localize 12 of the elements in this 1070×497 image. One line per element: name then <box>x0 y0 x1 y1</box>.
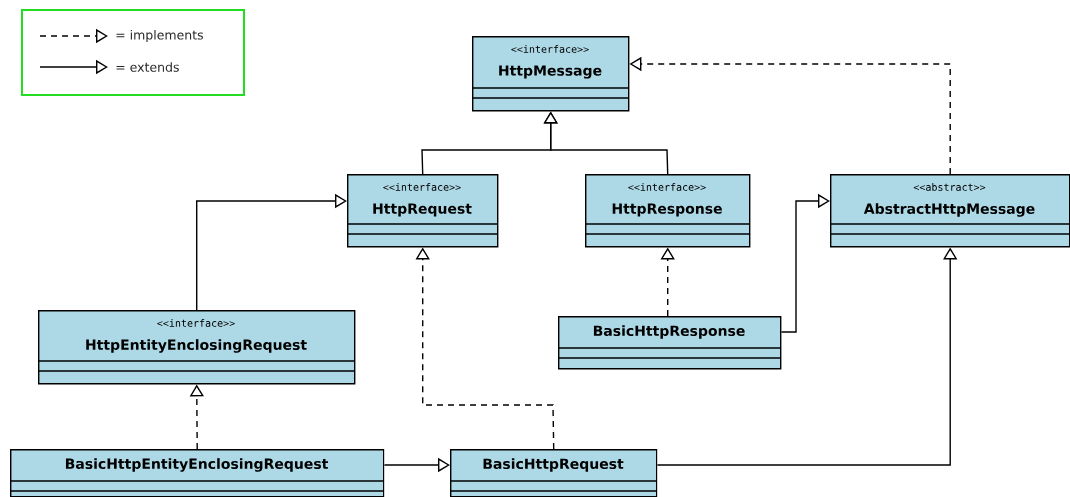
class-box: <<abstract>> AbstractHttpMessage <box>829 174 1070 248</box>
generalization-arrow <box>196 193 347 311</box>
class-box: BasicHttpEntityEnclosingRequest <box>9 449 385 497</box>
class-box: BasicHttpResponse <box>557 316 782 370</box>
class-box: <<interface>> HttpRequest <box>346 174 499 248</box>
class-box: <<interface>> HttpEntityEnclosingRequest <box>37 310 356 385</box>
generalization-arrow <box>780 193 830 333</box>
class-box: <<interface>> HttpMessage <box>471 36 630 112</box>
class-box: BasicHttpRequest <box>449 449 658 497</box>
legend-text: = implements <box>116 29 203 43</box>
legend-text: = extends <box>116 62 179 72</box>
class-box: <<interface>> HttpResponse <box>584 174 751 248</box>
